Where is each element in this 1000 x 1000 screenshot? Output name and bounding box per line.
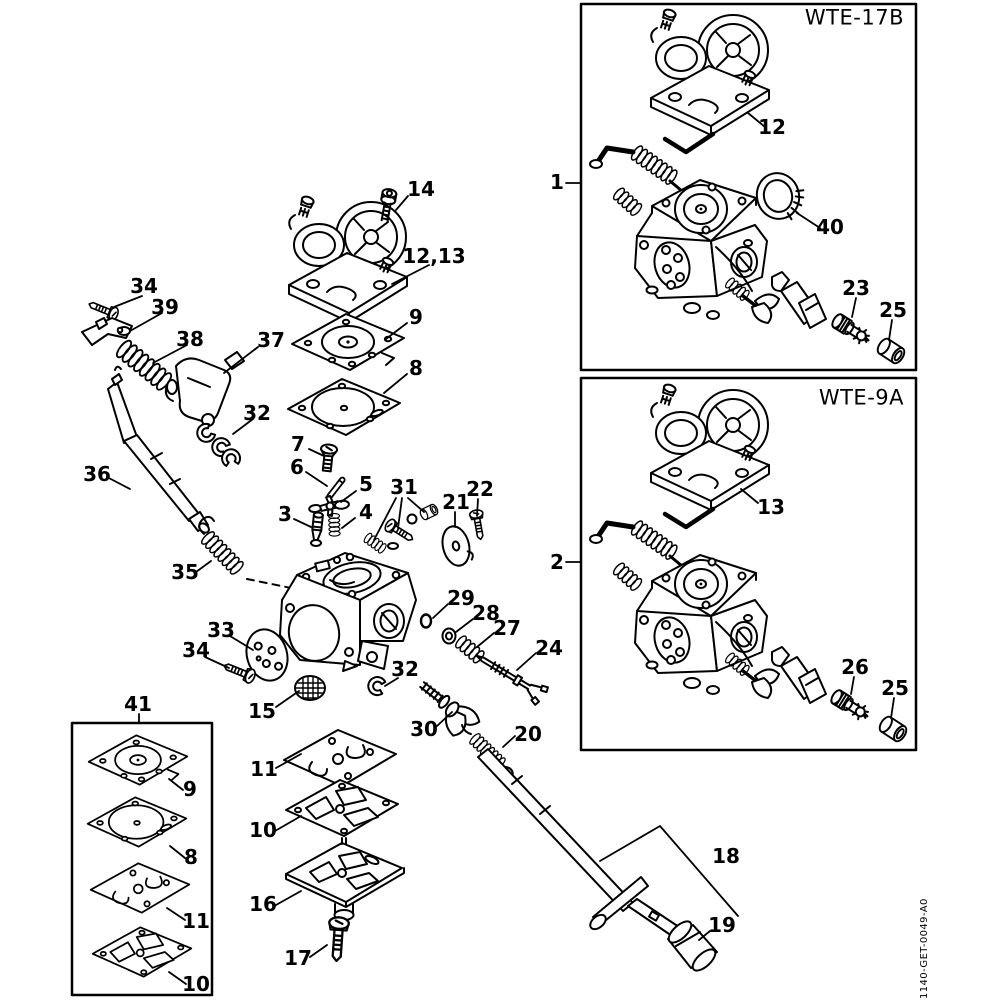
kit-part-8-gasket-drawing — [86, 796, 188, 848]
callout-9: 9 — [409, 305, 423, 329]
callout-22: 22 — [466, 477, 494, 501]
kit-part-11-diaphragm-drawing — [89, 862, 191, 914]
callout-6: 6 — [290, 455, 304, 479]
callout-25a: 25 — [879, 298, 907, 322]
part-16-pump-cover-drawing — [285, 837, 405, 921]
panel-wte17b-title: WTE-17B — [804, 5, 904, 30]
callout-21: 21 — [442, 490, 470, 514]
panel-wte9a-title: WTE-9A — [818, 385, 904, 410]
callout-10: 10 — [249, 818, 277, 842]
part-25b-plug-drawing — [876, 713, 910, 745]
callout-35: 35 — [171, 560, 199, 584]
part-11-diaphragm-drawing — [283, 729, 397, 787]
panel-wte9a-art — [589, 382, 910, 745]
part-13-flange-drawing — [650, 382, 770, 511]
callout-2: 2 — [550, 550, 564, 574]
part-37-choke-lever-drawing — [166, 351, 245, 427]
callout-5: 5 — [359, 472, 373, 496]
part-36-rod-drawing — [107, 365, 210, 534]
part-38-spring-drawing — [113, 337, 175, 393]
part-18-rod-drawing — [477, 748, 680, 937]
callout-19: 19 — [708, 913, 736, 937]
part-22-screw-drawing — [468, 508, 489, 542]
callout-28: 28 — [472, 601, 500, 625]
callout-15: 15 — [248, 699, 276, 723]
part-carburetor-body-drawing — [279, 539, 417, 672]
part-24-shaft-drawing — [475, 654, 549, 706]
callout-29: 29 — [447, 586, 475, 610]
part-9-diaphragm-drawing — [291, 313, 405, 371]
part-10-gasket-drawing — [285, 779, 399, 837]
part-39-throttle-lever-drawing — [81, 317, 133, 346]
part-17-screw-drawing — [325, 915, 351, 963]
callout-18: 18 — [712, 844, 740, 868]
part-25-plug-drawing — [874, 335, 908, 367]
main-assembly-art — [81, 187, 718, 972]
part-29-o-ring-drawing — [419, 613, 433, 629]
document-code: 1140-GET-0049-A0 — [919, 898, 930, 999]
callout-23: 23 — [842, 276, 870, 300]
part-2-carburetor-drawing — [589, 506, 827, 704]
kit-part-10-gasket-drawing — [91, 926, 193, 978]
callout-20: 20 — [514, 722, 542, 746]
callout-4: 4 — [359, 500, 373, 524]
gasket-kit-art — [86, 734, 193, 978]
callout-12-13: 12,13 — [402, 244, 466, 268]
callout-kit-11: 11 — [182, 909, 210, 933]
callout-8: 8 — [409, 356, 423, 380]
callout-26: 26 — [841, 655, 869, 679]
callout-39: 39 — [151, 295, 179, 319]
callout-31: 31 — [390, 475, 418, 499]
callout-41: 41 — [124, 692, 152, 716]
callout-40: 40 — [816, 215, 844, 239]
part-21-shutter-drawing — [441, 525, 474, 567]
kit-part-9-diaphragm-drawing — [87, 734, 189, 786]
part-23-adjustment-screw-drawing — [829, 311, 874, 348]
callout-34a: 34 — [130, 274, 158, 298]
panel-wte17b-frame — [579, 2, 918, 372]
callout-11: 11 — [250, 757, 278, 781]
callout-32a: 32 — [243, 401, 271, 425]
part-1-carburetor-drawing — [589, 131, 827, 329]
callout-25b: 25 — [881, 676, 909, 700]
callout-kit-10: 10 — [182, 972, 210, 996]
callout-kit-9: 9 — [183, 777, 197, 801]
panel-wte9a-frame — [579, 376, 918, 752]
part-7-screw-drawing — [317, 442, 339, 473]
callout-14: 14 — [407, 177, 435, 201]
part-32b-clip-drawing — [365, 674, 388, 698]
callout-17: 17 — [284, 946, 312, 970]
callout-12: 12 — [758, 115, 786, 139]
part-8-gasket-drawing — [287, 378, 401, 436]
callout-34b: 34 — [182, 638, 210, 662]
callout-32b: 32 — [391, 657, 419, 681]
callout-7: 7 — [291, 432, 305, 456]
part-33-shutter-drawing — [245, 628, 289, 682]
part-28-washer-drawing — [441, 627, 457, 645]
callout-30: 30 — [410, 717, 438, 741]
callout-24: 24 — [535, 636, 563, 660]
callout-1: 1 — [550, 170, 564, 194]
callout-37: 37 — [257, 328, 285, 352]
part-40-sleeve-drawing — [750, 166, 811, 228]
callout-13: 13 — [757, 495, 785, 519]
callout-3: 3 — [278, 502, 292, 526]
part-15-screen-drawing — [294, 675, 326, 701]
callout-36: 36 — [83, 462, 111, 486]
callout-27: 27 — [493, 616, 521, 640]
part-3-needle-drawing — [310, 511, 325, 544]
part-19-cap-drawing — [667, 920, 718, 972]
callout-16: 16 — [249, 892, 277, 916]
callout-kit-8: 8 — [184, 845, 198, 869]
alignment-dashes — [246, 578, 297, 590]
part-35-spring-drawing — [198, 515, 246, 577]
panel-wte17b-art — [589, 7, 908, 367]
leader-lines — [106, 112, 895, 985]
callout-38: 38 — [176, 327, 204, 351]
part-4-spring-drawing — [327, 512, 341, 537]
callout-33: 33 — [207, 618, 235, 642]
part-31-kit-drawing — [362, 502, 440, 555]
gasket-kit-frame — [70, 721, 214, 997]
